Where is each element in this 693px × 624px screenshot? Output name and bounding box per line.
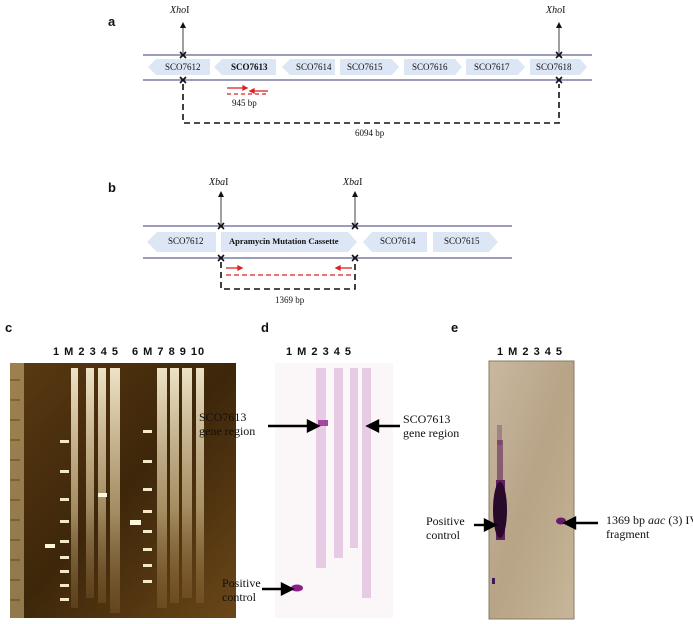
positive-control-line: control (426, 528, 460, 542)
lane-labels-left: 1 M 2 3 4 5 (53, 346, 120, 358)
gene-label: SCO7615 (444, 236, 480, 246)
gene-label: SCO7615 (347, 62, 383, 72)
fragment-label: 1369 bp aac (3) IV fragment (606, 513, 693, 541)
xho-site-left-label: XhoI (170, 5, 190, 16)
panel-d-letter: d (261, 320, 269, 335)
positive-control-label: Positive control (222, 576, 261, 604)
positive-control-label-e: Positive control (426, 514, 465, 542)
small-product-size: 945 bp (232, 98, 257, 108)
panel-e-letter: e (451, 320, 459, 335)
gene-label: SCO7612 (165, 62, 201, 72)
panel-a-letter: a (108, 14, 116, 29)
xba-site-right-label: XbaI (343, 177, 363, 188)
panel-b-letter: b (108, 180, 116, 195)
lane-labels: 1 M 2 3 4 5 (286, 346, 353, 358)
panel-c-letter: c (5, 320, 13, 335)
gene-region-left-label: SCO7613 gene region (199, 410, 255, 438)
fragment-label-line2: fragment (606, 527, 650, 541)
gene-region-line: gene region (199, 424, 256, 438)
positive-control-line: control (222, 590, 256, 604)
gene-region-right-label: SCO7613 gene region (403, 412, 459, 440)
large-product-size: 6094 bp (355, 128, 385, 138)
gene-label: SCO7614 (296, 62, 332, 72)
gene-label: SCO7617 (474, 62, 510, 72)
xba-site-left-label: XbaI (209, 177, 229, 188)
gene-label: SCO7614 (380, 236, 416, 246)
gene-label: SCO7616 (412, 62, 448, 72)
gene-label: SCO7612 (168, 236, 204, 246)
positive-control-line: Positive (222, 576, 261, 590)
gene-label: SCO7618 (536, 62, 572, 72)
xho-site-right-label: XhoI (546, 5, 566, 16)
lane-labels-right: 6 M 7 8 9 10 (132, 346, 206, 358)
gene-label: SCO7613 (231, 62, 268, 72)
gene-region-line: gene region (403, 426, 460, 440)
positive-control-line: Positive (426, 514, 465, 528)
cassette-label: Apramycin Mutation Cassette (229, 236, 339, 246)
gene-region-line: SCO7613 (403, 412, 451, 426)
product-size: 1369 bp (275, 295, 305, 305)
lane-labels: 1 M 2 3 4 5 (497, 346, 564, 358)
gene-region-line: SCO7613 (199, 410, 247, 424)
fragment-label-line1: 1369 bp aac (3) IV (606, 513, 693, 527)
